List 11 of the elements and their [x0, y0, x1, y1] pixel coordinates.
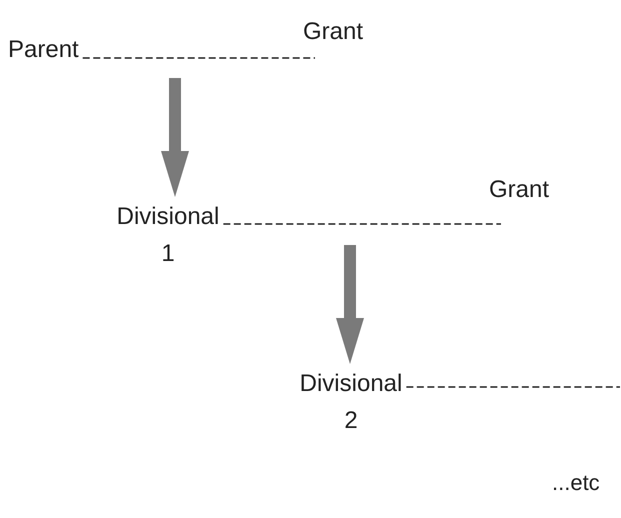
- node-text: Grant: [489, 176, 550, 224]
- dashed-line: [82, 57, 315, 59]
- node-text: Parent: [8, 36, 79, 64]
- dashed-line: [223, 223, 501, 225]
- node-text: Divisional 1: [114, 198, 222, 272]
- arrow: [336, 245, 364, 364]
- dashed-line: [406, 386, 620, 388]
- node-text: Divisional 2: [295, 365, 407, 439]
- note-text: ...etc: [552, 470, 600, 496]
- arrow: [161, 78, 189, 197]
- node-text: Grant: [303, 18, 364, 58]
